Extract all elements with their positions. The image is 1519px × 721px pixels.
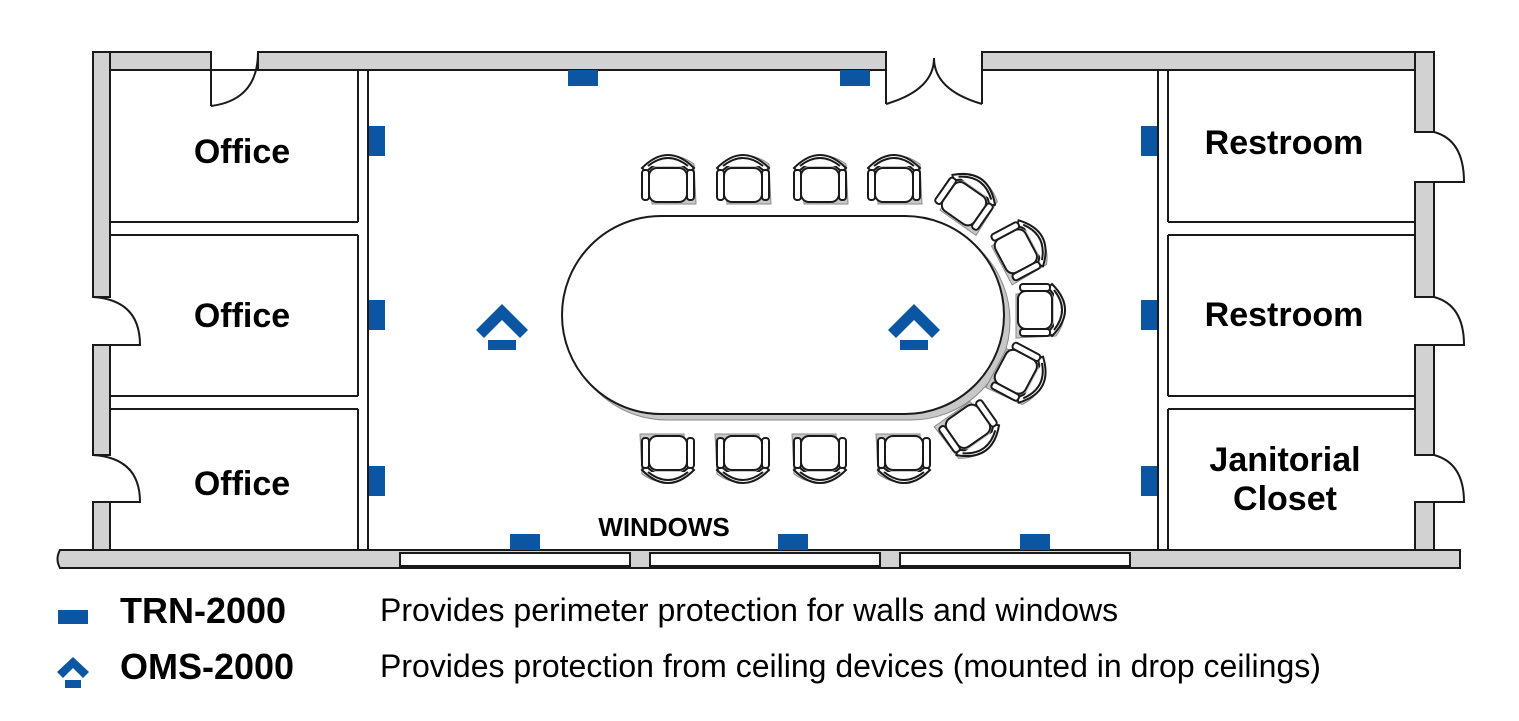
wall-top-middle — [257, 51, 887, 71]
room-label-office-3: Office — [194, 465, 290, 503]
window-1 — [399, 552, 631, 567]
wall-right-mid2 — [1414, 344, 1435, 456]
wall-left-upper — [92, 51, 111, 298]
oms-sensor — [476, 304, 528, 350]
wall-right-mid1 — [1414, 181, 1435, 298]
trn-sensor — [369, 466, 385, 496]
window-3 — [899, 552, 1131, 567]
room-label-closet: Closet — [1233, 480, 1337, 518]
chair — [1015, 282, 1066, 339]
legend-row-oms: OMS-2000 Provides protection from ceilin… — [0, 646, 1519, 696]
chairs — [639, 154, 1066, 484]
chair — [866, 154, 923, 205]
conference-table — [561, 215, 1011, 421]
chair — [714, 433, 771, 484]
chair — [875, 433, 932, 484]
chair — [990, 219, 1048, 286]
chair — [792, 154, 849, 205]
ceiling-sensor-icon — [57, 657, 89, 688]
chair — [639, 433, 696, 484]
trn-sensors — [369, 70, 1157, 550]
doors — [92, 51, 1466, 503]
trn-sensor — [778, 534, 808, 550]
window-2 — [649, 552, 881, 567]
floor-plan: Office Office Office Restroom Restroom J… — [56, 51, 1466, 569]
trn-sensor — [510, 534, 540, 550]
oms-sensors — [476, 304, 940, 350]
chair — [715, 154, 772, 205]
rectangle-sensor-icon — [58, 610, 88, 624]
room-label-restroom-1: Restroom — [1205, 124, 1364, 162]
chair — [933, 399, 1001, 459]
trn-sensor — [1020, 534, 1050, 550]
legend-model: TRN-2000 — [120, 590, 287, 631]
wall-right-upper — [1414, 51, 1435, 133]
trn-sensor — [840, 70, 870, 86]
room-label-office-1: Office — [194, 133, 290, 171]
chair — [640, 154, 697, 205]
windows-label: WINDOWS — [598, 512, 729, 542]
wall-right-lower — [1414, 501, 1435, 553]
trn-sensor — [369, 300, 385, 330]
legend-model: OMS-2000 — [120, 646, 295, 687]
legend-description: Provides protection from ceiling devices… — [380, 648, 1321, 684]
room-label-janitorial: Janitorial — [1209, 441, 1360, 479]
partitions — [110, 69, 1415, 550]
chair — [791, 433, 848, 484]
wall-left-middle — [92, 344, 111, 456]
trn-sensor — [1141, 466, 1157, 496]
legend-description: Provides perimeter protection for walls … — [380, 592, 1119, 628]
oms-sensor — [888, 304, 940, 350]
trn-sensor — [369, 126, 385, 156]
chair — [934, 173, 998, 237]
wall-left-lower — [92, 501, 111, 553]
legend-row-trn: TRN-2000 Provides perimeter protection f… — [0, 590, 1519, 640]
trn-sensor — [1141, 300, 1157, 330]
room-label-office-2: Office — [194, 297, 290, 335]
chair — [985, 341, 1047, 406]
trn-sensor — [568, 70, 598, 86]
trn-sensor — [1141, 126, 1157, 156]
room-label-restroom-2: Restroom — [1205, 296, 1364, 334]
wall-top-right — [981, 51, 1435, 71]
